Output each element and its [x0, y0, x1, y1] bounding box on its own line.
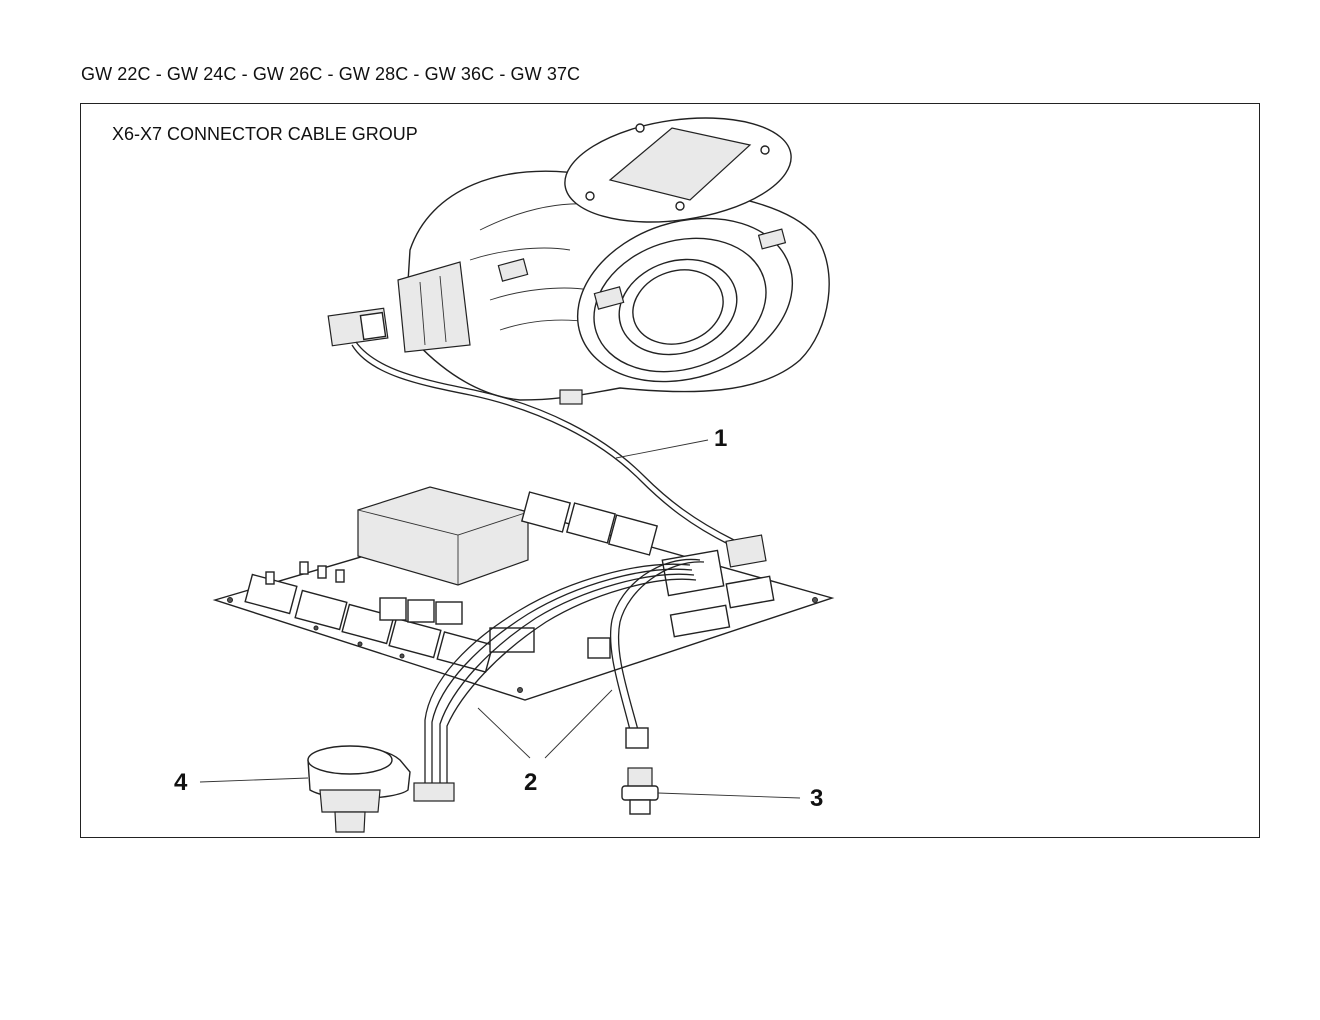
cable-2 — [413, 558, 705, 802]
part-4-component — [199, 745, 411, 833]
diagram-frame — [80, 103, 1260, 838]
page-title: GW 22C - GW 24C - GW 26C - GW 28C - GW 3… — [81, 64, 581, 84]
leader-line-1 — [615, 439, 709, 459]
cable-1 — [327, 307, 767, 568]
group-title: X6-X7 CONNECTOR CABLE GROUP — [112, 124, 418, 144]
callout-1: 1 — [714, 425, 727, 452]
callout-3: 3 — [810, 785, 823, 812]
fan-blower-assembly — [397, 117, 830, 405]
callout-2: 2 — [524, 769, 537, 796]
part-3-sensor — [621, 767, 801, 815]
control-pcb — [212, 486, 835, 701]
callout-4: 4 — [174, 769, 188, 796]
